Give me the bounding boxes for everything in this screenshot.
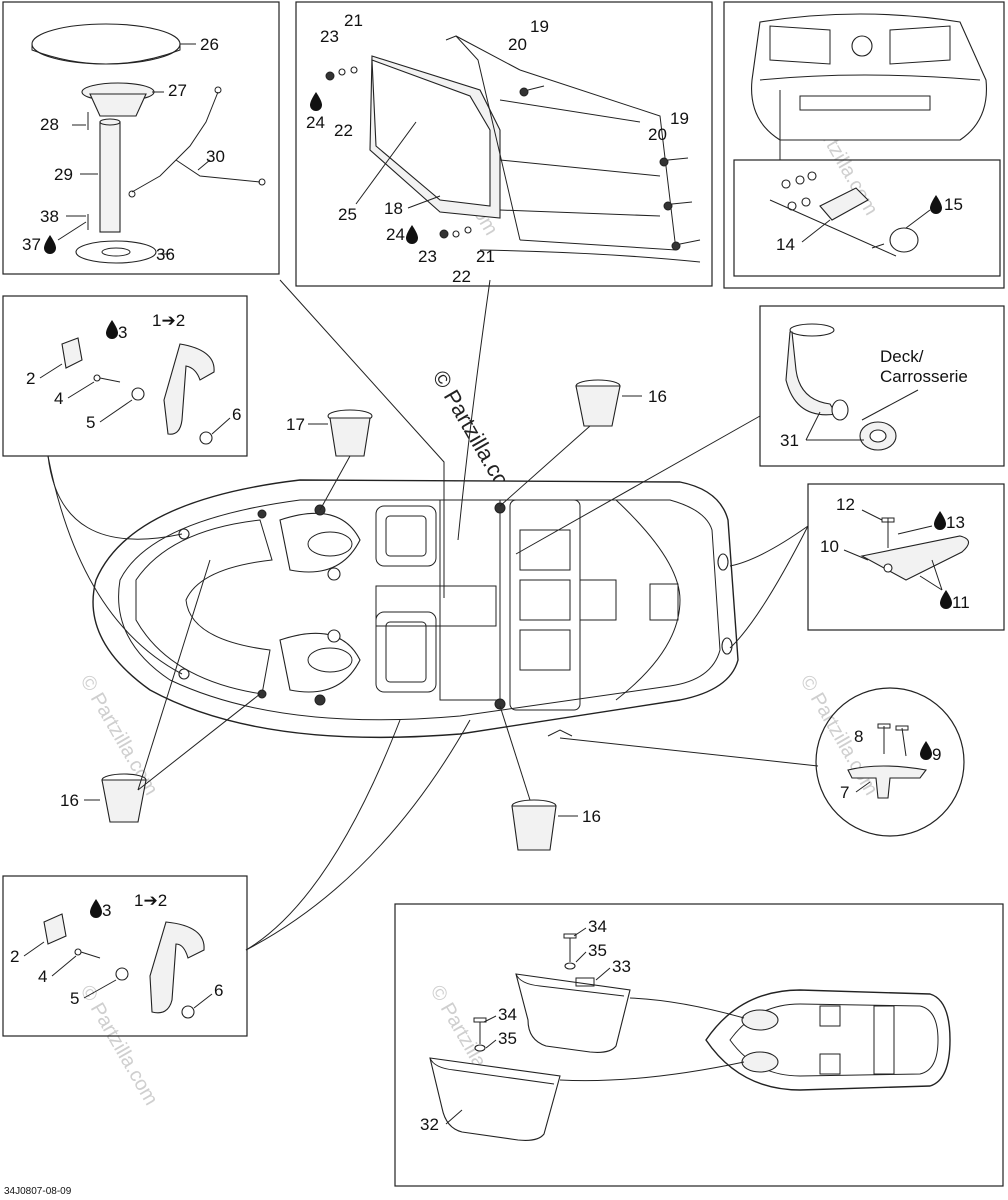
callout-26: 26 [200, 35, 219, 54]
callout-21b: 21 [476, 247, 495, 266]
callout-12: 12 [836, 495, 855, 514]
callout-19a: 19 [530, 17, 549, 36]
callout-32: 32 [420, 1115, 439, 1134]
drop-icon [934, 511, 946, 530]
callout-1-2a: 1➔2 [152, 311, 185, 330]
stern-box: 15 14 [723, 1, 1005, 289]
callout-5b: 5 [70, 989, 79, 1008]
callout-3a: 3 [118, 323, 127, 342]
callout-24a: 24 [306, 113, 325, 132]
drop-icon [920, 741, 932, 760]
callout-15: 15 [944, 195, 963, 214]
callout-9: 9 [932, 745, 941, 764]
callout-38: 38 [40, 207, 59, 226]
drop-icon [44, 235, 56, 254]
callout-17: 17 [286, 415, 305, 434]
bracket-box: 12 13 10 11 [807, 483, 1005, 631]
callout-1-2b: 1➔2 [134, 891, 167, 910]
callout-34a: 34 [588, 917, 607, 936]
leader-lines [47, 279, 819, 951]
callout-2b: 2 [10, 947, 19, 966]
callout-18: 18 [384, 199, 403, 218]
boat-hull [92, 479, 739, 739]
callout-36: 36 [156, 245, 175, 264]
callout-16a: 16 [648, 387, 667, 406]
callout-24b: 24 [386, 225, 405, 244]
drop-icon [90, 899, 102, 918]
callout-20b: 20 [648, 125, 667, 144]
callout-29: 29 [54, 165, 73, 184]
callout-34b: 34 [498, 1005, 517, 1024]
callout-11: 11 [952, 593, 970, 612]
drop-icon [106, 320, 118, 339]
callout-28: 28 [40, 115, 59, 134]
cleat-detail: 8 9 7 [815, 687, 965, 837]
callout-21a: 21 [344, 11, 363, 30]
storage-bins-box: 34 35 33 34 35 32 [394, 903, 1004, 1187]
callout-5a: 5 [86, 413, 95, 432]
callout-13: 13 [946, 513, 965, 532]
grab-handle-box-upper: 1➔2 3 2 4 5 6 [2, 295, 248, 457]
callout-16b: 16 [60, 791, 79, 810]
callout-23b: 23 [418, 247, 437, 266]
callout-3b: 3 [102, 901, 111, 920]
callout-31: 31 [780, 431, 799, 450]
callout-22b: 22 [452, 267, 471, 286]
glovebox-box: 23 21 24 22 19 20 19 20 25 18 24 23 22 2… [295, 1, 713, 287]
drop-icon [930, 195, 942, 214]
callout-8: 8 [854, 727, 863, 746]
callout-22a: 22 [334, 121, 353, 140]
deck-label-line2: Carrosserie [880, 367, 968, 386]
svg-text:© Partzilla.com: © Partzilla.com [76, 982, 162, 1110]
callout-4b: 4 [38, 967, 47, 986]
footer-code: 34J0807-08-09 [4, 1186, 72, 1197]
callout-4a: 4 [54, 389, 63, 408]
drop-icon [940, 590, 952, 609]
callout-25: 25 [338, 205, 357, 224]
callout-30: 30 [206, 147, 225, 166]
drop-icon [406, 225, 418, 244]
callout-14: 14 [776, 235, 795, 254]
callout-6a: 6 [232, 405, 241, 424]
cup-holder-group: 16 17 16 16 [60, 379, 667, 851]
table-assembly-box: 26 27 28 29 30 38 37 36 [2, 1, 280, 275]
callout-16c: 16 [582, 807, 601, 826]
callout-35b: 35 [498, 1029, 517, 1048]
drop-icon [310, 92, 322, 111]
callout-10: 10 [820, 537, 839, 556]
callout-27: 27 [168, 81, 187, 100]
callout-23a: 23 [320, 27, 339, 46]
callout-7: 7 [840, 783, 849, 802]
drain-elbow-box: Deck/ Carrosserie 31 [759, 305, 1005, 467]
callout-37: 37 [22, 235, 41, 254]
deck-label-line1: Deck/ [880, 347, 924, 366]
callout-20a: 20 [508, 35, 527, 54]
callout-33: 33 [612, 957, 631, 976]
callout-2a: 2 [26, 369, 35, 388]
callout-19b: 19 [670, 109, 689, 128]
grab-handle-box-lower: 1➔2 3 2 4 5 6 [2, 875, 248, 1037]
callout-35a: 35 [588, 941, 607, 960]
callout-6b: 6 [214, 981, 223, 1000]
